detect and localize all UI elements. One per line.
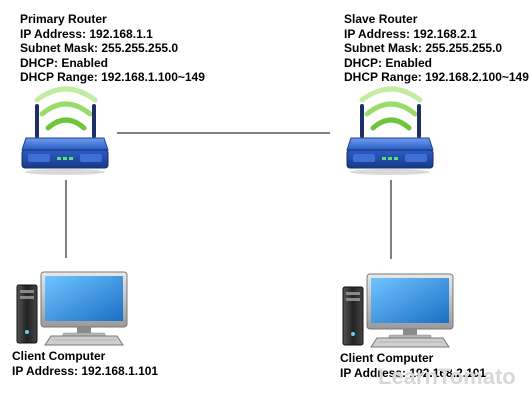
watermark-logo: LearnTomato — [378, 364, 516, 389]
client-right-info: Client Computer IP Address: 192.168.2.10… — [340, 351, 486, 380]
client-computer-left-icon — [16, 271, 128, 346]
client-right-ip: IP Address: 192.168.2.101 — [340, 365, 487, 380]
client-computer-right-icon — [342, 273, 454, 348]
slave-router-info: Slave Router IP Address: 192.168.2.1 Sub… — [344, 12, 529, 85]
slave-router-ip: IP Address: 192.168.2.1 — [344, 26, 477, 41]
slave-router-dhcp: DHCP: Enabled — [344, 55, 433, 70]
slave-router-icon — [346, 86, 434, 175]
client-right-name: Client Computer — [340, 351, 434, 365]
client-left-info: Client Computer IP Address: 192.168.1.10… — [12, 349, 158, 378]
slave-router-dhcp-range: DHCP Range: 192.168.2.100~149 — [344, 70, 529, 85]
primary-router-icon — [21, 86, 109, 175]
client-left-ip: IP Address: 192.168.1.101 — [12, 363, 159, 378]
slave-router-subnet: Subnet Mask: 255.255.255.0 — [344, 41, 503, 56]
slave-router-name: Slave Router — [344, 12, 418, 26]
primary-router-ip: IP Address: 192.168.1.1 — [20, 26, 153, 41]
primary-router-name: Primary Router — [20, 12, 107, 26]
primary-router-dhcp: DHCP: Enabled — [20, 55, 109, 70]
primary-router-info: Primary Router IP Address: 192.168.1.1 S… — [20, 12, 205, 85]
primary-router-dhcp-range: DHCP Range: 192.168.1.100~149 — [20, 70, 205, 85]
primary-router-subnet: Subnet Mask: 255.255.255.0 — [20, 41, 179, 56]
client-left-name: Client Computer — [12, 349, 106, 363]
